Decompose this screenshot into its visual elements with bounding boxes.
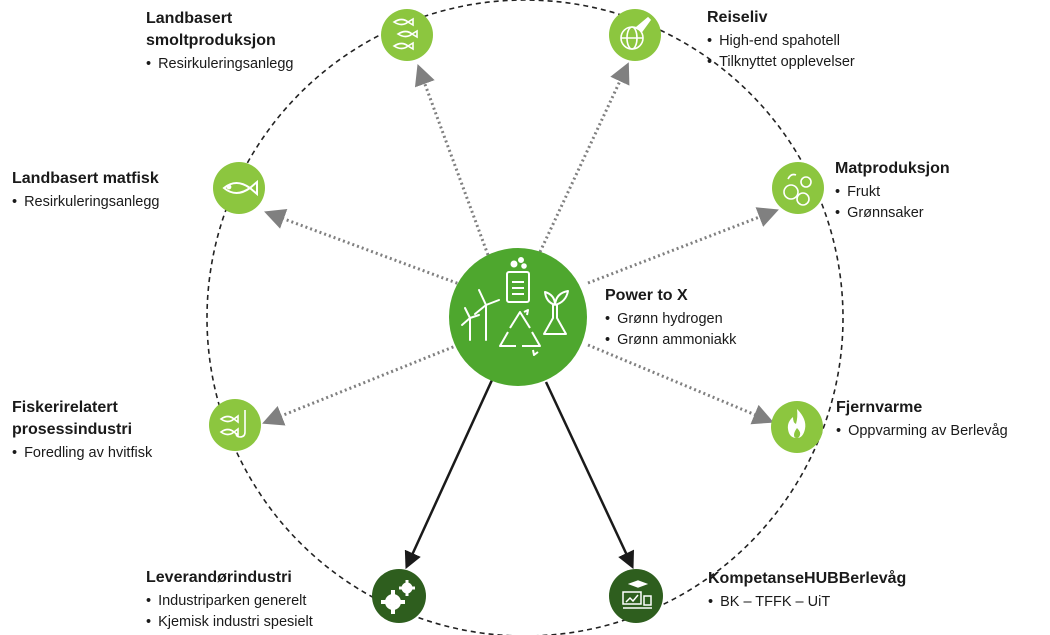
node-bullet: BK – TFFK – UiT [708, 592, 906, 613]
node-bullet: Grønnsaker [835, 203, 950, 224]
node-bullet: Tilknyttet opplevelser [707, 52, 855, 73]
recycle-icon [499, 309, 541, 356]
arrow-to-fiskeri [262, 343, 459, 426]
node-bullets: BK – TFFK – UiT [708, 592, 906, 613]
label-matproduksjon: Matproduksjon Frukt Grønnsaker [835, 158, 950, 224]
plant-flask-icon [543, 290, 569, 335]
node-title: Matproduksjon [835, 160, 950, 177]
arrow-to-leverandor [404, 379, 494, 570]
wind-turbine-icon [461, 289, 500, 341]
label-fiskeri: Fiskerirelatert prosessindustri Foredlin… [12, 397, 152, 464]
node-bullets: Foredling av hvitfisk [12, 443, 152, 464]
globe-plane-icon [620, 16, 652, 50]
node-bullet: Kjemisk industri spesielt [146, 612, 313, 633]
node-fiskeri-circle [209, 399, 261, 451]
node-title: Fiskerirelatert [12, 399, 118, 416]
arrow-to-reiseliv [538, 62, 630, 253]
node-bullet: Resirkuleringsanlegg [146, 54, 293, 75]
node-bullets: High-end spahotell Tilknyttet opplevelse… [707, 31, 855, 73]
label-reiseliv: Reiseliv High-end spahotell Tilknyttet o… [707, 7, 855, 73]
fish-school-icon [392, 17, 418, 51]
node-title: Reiseliv [707, 9, 768, 26]
node-bullet: Industriparken generelt [146, 591, 313, 612]
center-bullet: Grønn ammoniakk [605, 330, 736, 351]
center-bullet: Grønn hydrogen [605, 309, 736, 330]
node-bullet: Resirkuleringsanlegg [12, 192, 159, 213]
node-bullet: Frukt [835, 182, 950, 203]
node-bullet: Foredling av hvitfisk [12, 443, 152, 464]
label-kompetanse: KompetanseHUBBerlevåg BK – TFFK – UiT [708, 568, 906, 613]
arrow-to-matproduksjon [587, 207, 779, 285]
arrow-to-matfisk [264, 209, 463, 287]
node-bullets: Frukt Grønnsaker [835, 182, 950, 224]
node-bullets: Resirkuleringsanlegg [146, 54, 293, 75]
node-reiseliv-circle [609, 9, 661, 61]
fish-icon [222, 179, 258, 197]
node-title: KompetanseHUBBerlevåg [708, 570, 907, 587]
outer-ring [206, 0, 844, 635]
arrow-to-smolt [414, 64, 490, 256]
dotted-connections [262, 62, 779, 426]
node-title: Fjernvarme [836, 399, 923, 416]
node-bullets: Resirkuleringsanlegg [12, 192, 159, 213]
center-bullets: Grønn hydrogen Grønn ammoniakk [605, 309, 736, 351]
node-fjernvarme-circle [771, 401, 823, 453]
label-leverandor: Leverandørindustri Industriparken genere… [146, 567, 313, 633]
center-node [449, 248, 587, 386]
classroom-icon [622, 580, 652, 609]
label-matfisk: Landbasert matfisk Resirkuleringsanlegg [12, 168, 160, 213]
arrow-to-fjernvarme [587, 343, 774, 425]
node-matfisk-circle [213, 162, 265, 214]
fruit-vegetables-icon [783, 173, 812, 206]
center-label: Power to X Grønn hydrogen Grønn ammoniak… [605, 285, 736, 351]
node-bullets: Oppvarming av Berlevåg [836, 421, 1008, 442]
node-bullet: High-end spahotell [707, 31, 855, 52]
node-title: Landbasert matfisk [12, 170, 159, 187]
node-bullets: Industriparken generelt Kjemisk industri… [146, 591, 313, 633]
node-title: smoltproduksjon [146, 32, 276, 49]
solid-connections [404, 379, 634, 570]
node-smolt-circle [381, 9, 433, 61]
node-title: Leverandørindustri [146, 569, 292, 586]
arrow-to-kompetanse [544, 381, 634, 570]
beaker-icon [506, 257, 530, 303]
label-fjernvarme: Fjernvarme Oppvarming av Berlevåg [836, 397, 1008, 442]
label-smolt: Landbasert smoltproduksjon Resirkulering… [146, 8, 294, 75]
fish-hook-icon [219, 410, 246, 438]
gears-icon [381, 580, 415, 614]
node-kompetanse-circle [609, 569, 663, 623]
flame-icon [787, 409, 806, 438]
node-bullet: Oppvarming av Berlevåg [836, 421, 1008, 442]
node-title: prosessindustri [12, 421, 133, 438]
center-title: Power to X [605, 287, 688, 304]
node-matproduksjon-circle [772, 162, 824, 214]
node-title: Landbasert [146, 10, 233, 27]
node-leverandor-circle [372, 569, 426, 623]
